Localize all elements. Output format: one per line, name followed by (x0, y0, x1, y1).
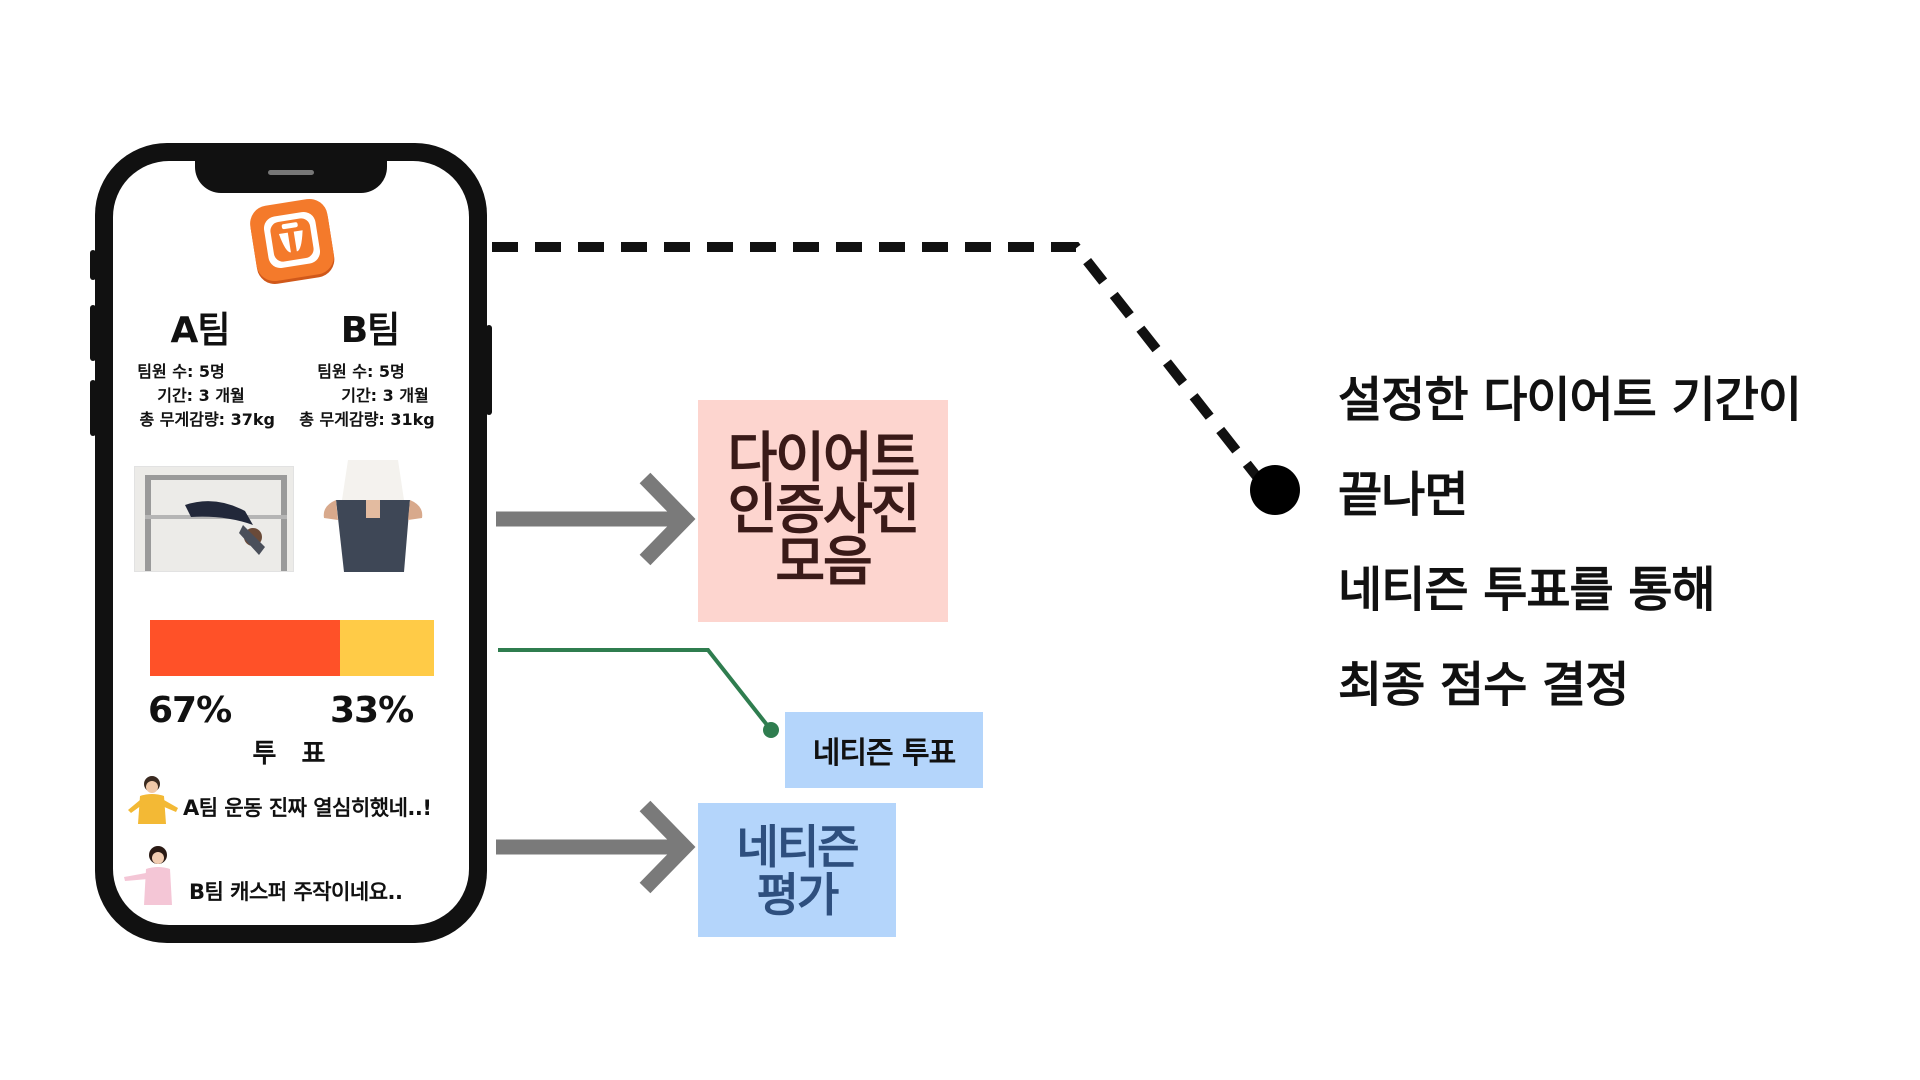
comment-text: A팀 운동 진짜 열심히했네..! (183, 796, 432, 820)
netizen-vote-label: 네티즌 투표 (812, 736, 956, 771)
netizen-evaluation-box (698, 803, 896, 937)
netizen-vote-box (785, 712, 983, 788)
green-dot-icon (763, 722, 779, 738)
phone-notch (195, 161, 387, 193)
phone-speaker (268, 170, 314, 175)
avatar (128, 772, 180, 824)
vote-percent-b: 33% (330, 690, 414, 731)
team-a-members: 팀원 수: 5명 (137, 362, 225, 381)
bullet-dot-icon (1250, 465, 1300, 515)
team-b-total-loss: 총 무게감량: 31kg (299, 410, 435, 429)
team-b-members: 팀원 수: 5명 (317, 362, 405, 381)
team-a-photo (134, 466, 294, 572)
description-line: 끝나면 (1338, 467, 1468, 523)
arrow-right-icon (496, 800, 696, 894)
phone-side-button (90, 380, 96, 436)
vote-percent-a: 67% (148, 690, 232, 731)
phone-side-button (90, 305, 96, 361)
photo-collection-label: 다이어트 인증사진 모음 (727, 426, 921, 593)
description-line: 최종 점수 결정 (1338, 657, 1629, 713)
team-b-title: B팀 (340, 310, 401, 351)
photo-collection-box (698, 400, 948, 622)
team-b-photo (318, 460, 428, 572)
team-a-title: A팀 (170, 310, 231, 351)
arrow-right-icon (496, 472, 696, 566)
comment-text: B팀 캐스퍼 주작이네요.. (189, 880, 403, 904)
dashed-connector (492, 242, 1262, 482)
green-connector (498, 648, 773, 732)
description-line: 네티즌 투표를 통해 (1338, 562, 1716, 618)
description-line: 설정한 다이어트 기간이 (1338, 372, 1802, 428)
scale-icon (247, 196, 337, 284)
avatar (122, 843, 184, 905)
vote-label: 투 표 (252, 739, 334, 769)
team-b-period: 기간: 3 개월 (341, 386, 429, 405)
phone-side-button (90, 250, 96, 280)
vote-bar-team-b (340, 620, 434, 676)
team-a-total-loss: 총 무게감량: 37kg (139, 410, 276, 429)
netizen-evaluation-label: 네티즌 평가 (736, 820, 860, 922)
team-a-period: 기간: 3 개월 (157, 386, 245, 405)
vote-bar-team-a (150, 620, 340, 676)
phone-side-button (486, 325, 492, 415)
